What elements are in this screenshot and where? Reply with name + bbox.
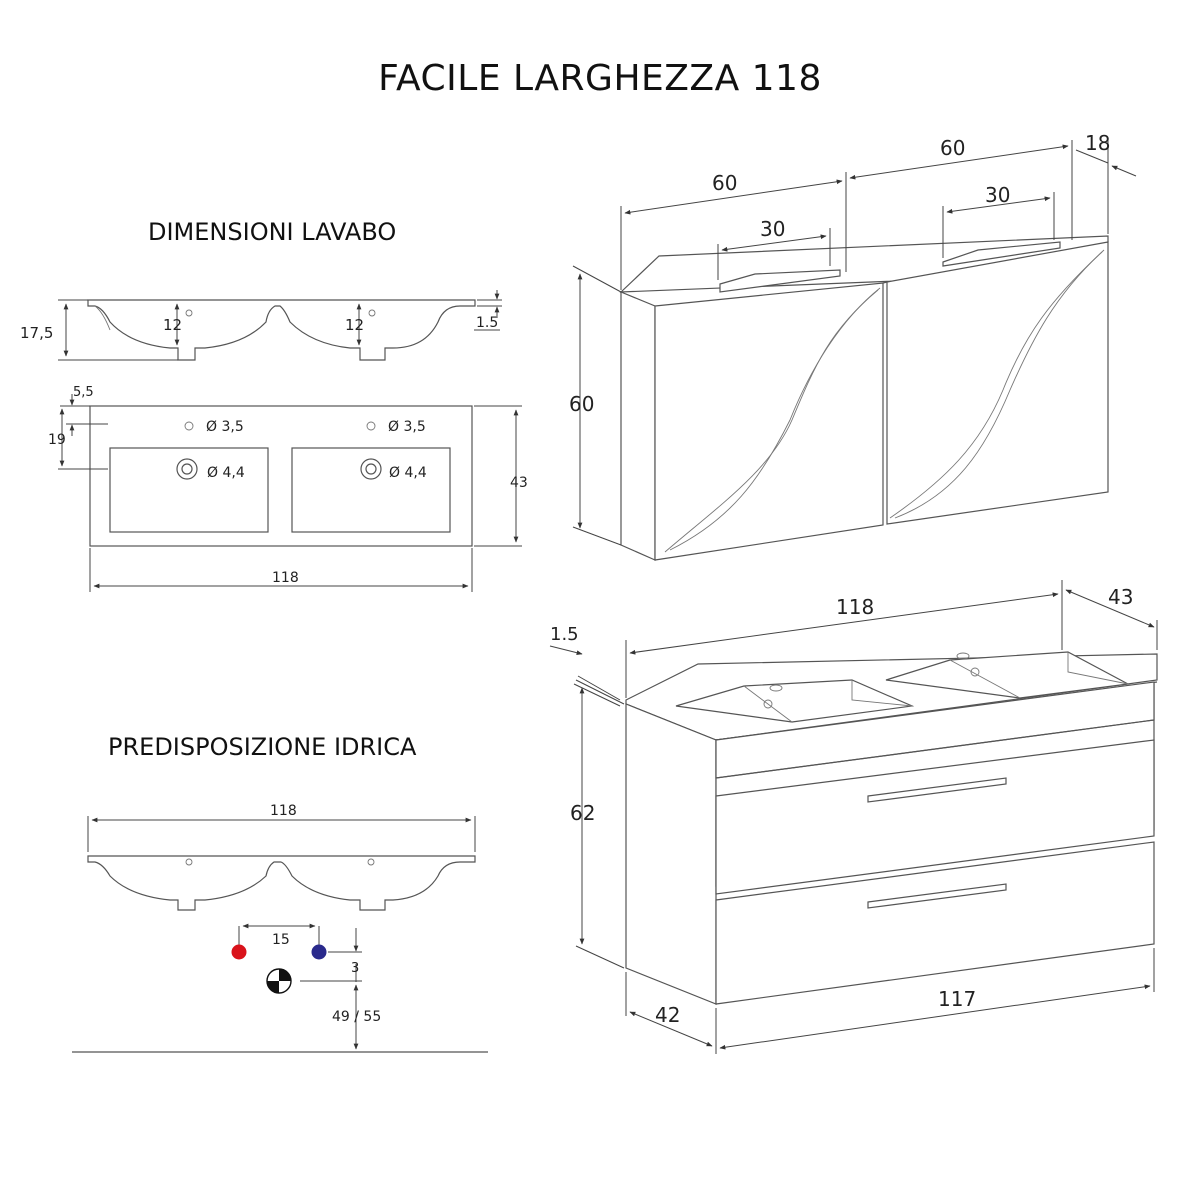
tap-offset-label: 5,5 — [73, 385, 94, 400]
basin-rim-label: 1.5 — [476, 315, 498, 331]
plumbing-width-label: 118 — [270, 803, 297, 819]
cabinet-width-label: 117 — [938, 987, 976, 1011]
mirror-width-left-label: 60 — [712, 171, 737, 195]
vanity-cabinet-view: 118 43 1.5 62 42 117 — [549, 580, 1158, 1054]
floor-height-label: 49 / 55 — [332, 1009, 381, 1025]
tap-hole-right-label: Ø 3,5 — [388, 419, 426, 435]
basin-section-title: DIMENSIONI LAVABO — [148, 218, 397, 246]
top-width-label: 118 — [836, 595, 874, 619]
basin-profile-view: 17,5 12 12 1.5 — [20, 290, 502, 361]
page-title: FACILE LARGHEZZA 118 — [378, 58, 822, 99]
tap-hole-left-label: Ø 3,5 — [206, 419, 244, 435]
basin-top-view: Ø 3,5 Ø 3,5 Ø 4,4 Ø 4,4 5,5 19 43 118 — [48, 385, 528, 592]
plumbing-view: 118 15 3 49 / 55 — [72, 803, 488, 1053]
cabinet-height-label: 62 — [570, 801, 595, 825]
bowl-depth-right-label: 12 — [345, 316, 364, 334]
pipe-spacing-label: 15 — [272, 932, 290, 948]
basin-width-label: 118 — [272, 570, 299, 586]
cabinet-depth-label: 42 — [655, 1003, 680, 1027]
basin-depth-label: 43 — [510, 475, 528, 491]
drain-symbol — [266, 968, 292, 994]
cold-water-pipe — [311, 944, 327, 960]
plumbing-section-title: PREDISPOSIZIONE IDRICA — [108, 733, 417, 761]
drain-left-label: Ø 4,4 — [207, 465, 245, 481]
hole-offset-label: 19 — [48, 432, 66, 448]
bowl-depth-left-label: 12 — [163, 316, 182, 334]
mirror-height-label: 60 — [569, 392, 594, 416]
drain-right-label: Ø 4,4 — [389, 465, 427, 481]
mirror-cabinet-view: 60 60 18 30 30 60 — [569, 131, 1137, 561]
lamp-right-label: 30 — [985, 183, 1010, 207]
lamp-left-label: 30 — [760, 217, 785, 241]
top-depth-label: 43 — [1108, 585, 1133, 609]
cabinet-rim-label: 1.5 — [550, 624, 579, 645]
drain-offset-label: 3 — [351, 961, 359, 976]
mirror-depth-label: 18 — [1085, 131, 1110, 155]
mirror-width-right-label: 60 — [940, 136, 965, 160]
basin-height-label: 17,5 — [20, 324, 53, 342]
hot-water-pipe — [231, 944, 247, 960]
